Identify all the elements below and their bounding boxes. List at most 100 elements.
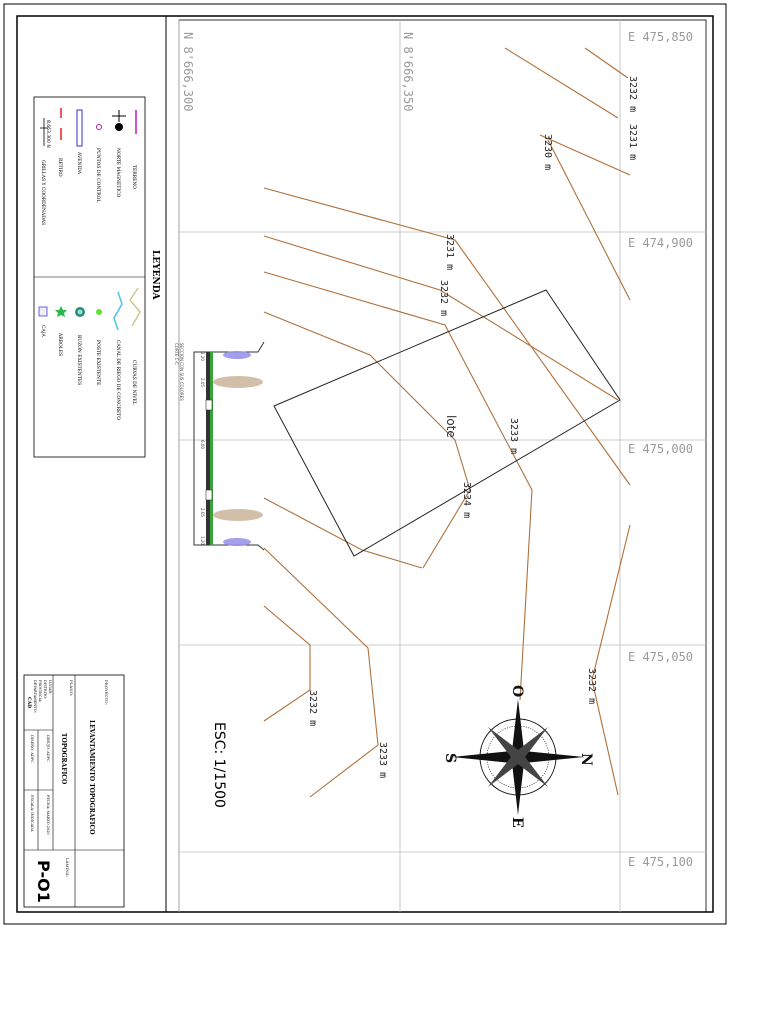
easting-label-5: E 475,100 bbox=[628, 855, 693, 869]
plan-caption: PLANO: bbox=[69, 680, 74, 696]
plan-title: TOPOGRAFICO bbox=[60, 733, 67, 784]
legend: LEYENDA 8,663,300 N TERRENO NORTE MAGNET… bbox=[33, 96, 160, 458]
sheet-border bbox=[3, 3, 727, 925]
northing-label-1: N 8'666,300 bbox=[181, 32, 195, 111]
compass-west: O bbox=[509, 685, 525, 697]
contour-label: 3234 m bbox=[461, 482, 472, 518]
legend-item-label: NORTE MAGNETICO bbox=[115, 148, 121, 198]
location-line: DEPARTAMENTO: bbox=[33, 680, 37, 713]
legend-item-label: PUNTOS DE CONTROL bbox=[95, 148, 101, 202]
contour-icon bbox=[129, 287, 141, 327]
contour-label: 3232 m bbox=[307, 690, 318, 726]
north-arrow-icon bbox=[112, 110, 126, 131]
coordinate-grid bbox=[178, 20, 706, 912]
sheet-caption: LÁMINA: bbox=[65, 858, 70, 877]
lot-boundary bbox=[273, 289, 621, 557]
road-cross-section: SECCION CON SUS COLORES CORTE C-C 1.20 2… bbox=[174, 341, 265, 551]
easting-label-3: E 475,000 bbox=[628, 442, 693, 456]
section-dim: 2.05 bbox=[200, 378, 205, 387]
legend-item-label: TERRENO bbox=[131, 165, 137, 189]
contour-line bbox=[263, 605, 311, 722]
title-block: PROYECTO: LEVANTAMIENTO TOPOGRAFICO PLAN… bbox=[23, 674, 125, 908]
title-block-field: ESCALA: INDICADA bbox=[30, 795, 34, 832]
section-grass bbox=[210, 352, 213, 545]
tree-icon bbox=[213, 376, 263, 388]
compass-needle bbox=[514, 727, 548, 761]
avenue-icon bbox=[76, 109, 83, 147]
section-dim: 6.00 bbox=[200, 440, 205, 449]
legend-item-label: RETIRO bbox=[57, 158, 63, 177]
legend-item-label: CURVAS DE NIVEL bbox=[131, 360, 137, 405]
compass-south: S bbox=[442, 753, 458, 763]
manhole-icon bbox=[75, 307, 85, 317]
easting-label-4: E 475,050 bbox=[628, 650, 693, 664]
compass-needle bbox=[488, 753, 522, 787]
legend-item-label: AVENIDA bbox=[76, 151, 82, 175]
contour-line bbox=[539, 134, 631, 176]
contour-line bbox=[263, 235, 619, 401]
section-subtitle: CORTE C-C bbox=[174, 343, 179, 365]
section-dim: 2.05 bbox=[200, 508, 205, 517]
compass-needle bbox=[512, 699, 524, 757]
title-block-field: DISEÑO: ADFC bbox=[30, 735, 35, 763]
title-block-frame bbox=[23, 674, 125, 908]
contour-line bbox=[504, 47, 619, 119]
contour-line bbox=[263, 271, 533, 701]
legend-item-label: CAJA bbox=[40, 325, 46, 337]
title-block-field: DIBUJO: ADFC bbox=[46, 735, 50, 762]
legend-item-label: POSTE EXISTENTE bbox=[95, 340, 101, 385]
northing-label-2: N 8'666,350 bbox=[401, 32, 415, 111]
legend-item-label: GRILLAS Y COORDENADAS bbox=[40, 160, 46, 225]
section-curb bbox=[206, 352, 210, 545]
section-title: SECCION CON SUS COLORES bbox=[179, 343, 184, 401]
section-dim: 1.20 bbox=[200, 352, 205, 361]
section-outline bbox=[193, 341, 265, 551]
compass-north: N bbox=[578, 753, 594, 766]
legend-item-label: CANAL DE RIEGO DE CONCRETO bbox=[115, 340, 121, 420]
grid-coordinates-icon: 8,663,300 N bbox=[40, 118, 51, 148]
compass-needle bbox=[518, 751, 584, 763]
location-line: PROVINCIA: bbox=[38, 680, 42, 703]
project-caption: PROYECTO: bbox=[104, 680, 109, 705]
contour-label: 3232 m bbox=[586, 668, 597, 704]
scale-text: ESC: 1/1500 bbox=[211, 722, 227, 808]
contour-line bbox=[263, 547, 379, 798]
legend-item-label: ARBOLES bbox=[57, 332, 63, 356]
contour-label: 3230 m bbox=[542, 134, 553, 170]
easting-label-1: E 475,850 bbox=[628, 30, 693, 44]
contour-lines bbox=[263, 47, 631, 798]
person-icon bbox=[223, 538, 251, 546]
contour-line bbox=[263, 311, 471, 569]
legend-item-label: BUZON EXISTENTES bbox=[76, 335, 82, 385]
box-icon bbox=[38, 306, 48, 317]
compass-needle bbox=[488, 727, 522, 761]
person-icon bbox=[223, 351, 251, 359]
grid-coordinates-sample: 8,663,300 N bbox=[45, 120, 51, 148]
contour-label: 3232 m bbox=[627, 76, 638, 112]
project-title: LEVANTAMIENTO TOPOGRAFICO bbox=[88, 720, 95, 834]
section-dim: 1.20 bbox=[200, 536, 205, 545]
lot-label: lote bbox=[444, 415, 458, 438]
sheet-number: P-O1 bbox=[34, 860, 53, 903]
compass-needle bbox=[514, 753, 548, 787]
easting-label-2: E 474,900 bbox=[628, 236, 693, 250]
pole-icon bbox=[96, 309, 102, 315]
section-sidewalk bbox=[205, 489, 213, 501]
map-area: N 8'666,300 N 8'666,350 E 475,850 E 474,… bbox=[174, 19, 707, 913]
section-sidewalk bbox=[205, 399, 213, 411]
contour-line bbox=[547, 139, 631, 301]
contour-label: 3233 m bbox=[377, 742, 388, 778]
contour-label: 3231 m bbox=[444, 234, 455, 270]
compass-needle bbox=[452, 751, 518, 763]
location-line: LUGAR: bbox=[48, 680, 52, 694]
contour-label: 3233 m bbox=[508, 418, 519, 454]
compass-east: E bbox=[509, 817, 525, 828]
contour-line bbox=[263, 187, 631, 486]
control-point-icon bbox=[96, 124, 102, 130]
contour-line bbox=[584, 47, 629, 79]
legend-title: LEYENDA bbox=[150, 250, 160, 301]
contour-line bbox=[591, 524, 631, 796]
location-line: DISTRITO: bbox=[43, 680, 47, 699]
compass-needle bbox=[512, 757, 524, 815]
